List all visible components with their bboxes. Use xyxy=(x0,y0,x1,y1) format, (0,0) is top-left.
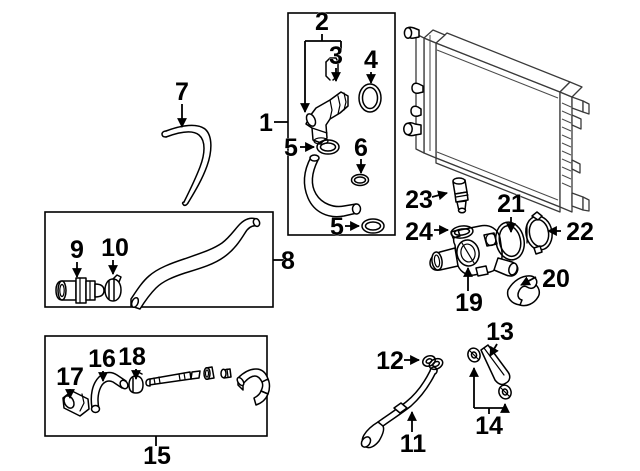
callout-16[interactable]: 16 xyxy=(88,345,116,374)
callout-19[interactable]: 19 xyxy=(455,289,483,318)
coolant-temp-sensor-part23 xyxy=(452,177,469,214)
leader-20 xyxy=(520,276,537,286)
leader-14 xyxy=(469,367,510,414)
callout-10[interactable]: 10 xyxy=(101,234,129,263)
thermostat-housing xyxy=(429,224,519,277)
callout-5-upper[interactable]: 5 xyxy=(284,134,299,163)
callout-8[interactable]: 8 xyxy=(281,247,296,276)
callout-6[interactable]: 6 xyxy=(354,134,369,163)
lower-hose-assembly xyxy=(55,217,261,310)
leader-23 xyxy=(431,190,448,201)
callout-17[interactable]: 17 xyxy=(56,363,84,392)
leader-13 xyxy=(489,343,499,357)
callout-13[interactable]: 13 xyxy=(486,318,514,347)
callout-23[interactable]: 23 xyxy=(405,186,433,215)
callout-14[interactable]: 14 xyxy=(475,412,504,441)
vent-hose-part7 xyxy=(161,124,212,207)
callout-20[interactable]: 20 xyxy=(542,265,570,294)
bolt-and-washers xyxy=(467,344,512,400)
retaining-clip-part20 xyxy=(506,275,541,307)
callout-21[interactable]: 21 xyxy=(497,190,526,219)
callout-9[interactable]: 9 xyxy=(70,236,85,265)
group-box-upper-assembly xyxy=(287,12,396,236)
callout-2[interactable]: 2 xyxy=(315,8,330,37)
callout-11[interactable]: 11 xyxy=(399,430,427,459)
radiator xyxy=(403,26,590,213)
leader-2 xyxy=(300,34,342,113)
callout-number-layer: 1 2 3 4 5 5 6 7 8 9 10 11 12 13 14 15 16… xyxy=(56,8,594,471)
heater-hose-assembly xyxy=(62,366,271,417)
callout-18[interactable]: 18 xyxy=(118,343,147,372)
callout-15[interactable]: 15 xyxy=(143,442,172,471)
callout-12[interactable]: 12 xyxy=(376,347,404,376)
callout-7[interactable]: 7 xyxy=(175,78,190,107)
callout-24[interactable]: 24 xyxy=(405,218,434,247)
callout-22[interactable]: 22 xyxy=(566,218,594,247)
callout-5-lower[interactable]: 5 xyxy=(330,213,345,242)
callout-3[interactable]: 3 xyxy=(329,42,344,71)
sensor-oring-part24 xyxy=(450,225,474,239)
housing-clamp-part22 xyxy=(525,211,553,255)
callout-4[interactable]: 4 xyxy=(364,46,379,75)
coolant-tube-part11 xyxy=(360,354,444,449)
upper-hose-assembly xyxy=(303,57,385,234)
callout-1[interactable]: 1 xyxy=(259,109,274,138)
